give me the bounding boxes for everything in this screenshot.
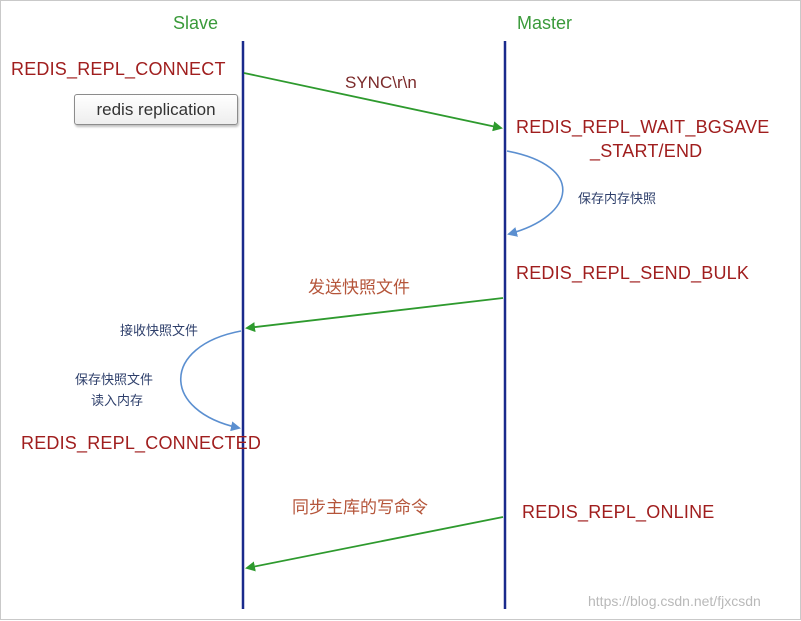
- state-wait-bgsave-line2: _START/END: [590, 141, 703, 161]
- send-snapshot-message-label: 发送快照文件: [308, 278, 410, 297]
- watermark: https://blog.csdn.net/fjxcsdn: [588, 593, 761, 609]
- state-wait-bgsave-line1: REDIS_REPL_WAIT_BGSAVE: [516, 117, 770, 137]
- state-online: REDIS_REPL_ONLINE: [522, 502, 715, 522]
- sync-message-label: SYNC\r\n: [345, 73, 417, 92]
- sync-writes-message-label: 同步主库的写命令: [292, 498, 428, 517]
- slave-lane-title: Slave: [173, 13, 219, 33]
- save-snapshot-note-line1: 保存快照文件: [75, 372, 154, 387]
- receive-snapshot-note: 接收快照文件: [120, 323, 199, 338]
- master-lane-title: Master: [517, 13, 573, 33]
- state-connected: REDIS_REPL_CONNECTED: [21, 433, 262, 453]
- sync-arrow: [243, 72, 503, 132]
- redis-replication-badge: redis replication: [74, 94, 238, 125]
- send-snapshot-arrow: [245, 297, 504, 333]
- sync-writes-arrow: [245, 516, 504, 572]
- slave-load-loop-arrow: [179, 330, 242, 432]
- master-snapshot-loop-arrow: [506, 150, 564, 237]
- state-repl-connect: REDIS_REPL_CONNECT: [11, 59, 226, 79]
- save-snapshot-note-line2: 读入内存: [91, 393, 144, 408]
- state-send-bulk: REDIS_REPL_SEND_BULK: [516, 263, 750, 283]
- save-memory-snapshot-note: 保存内存快照: [578, 191, 657, 206]
